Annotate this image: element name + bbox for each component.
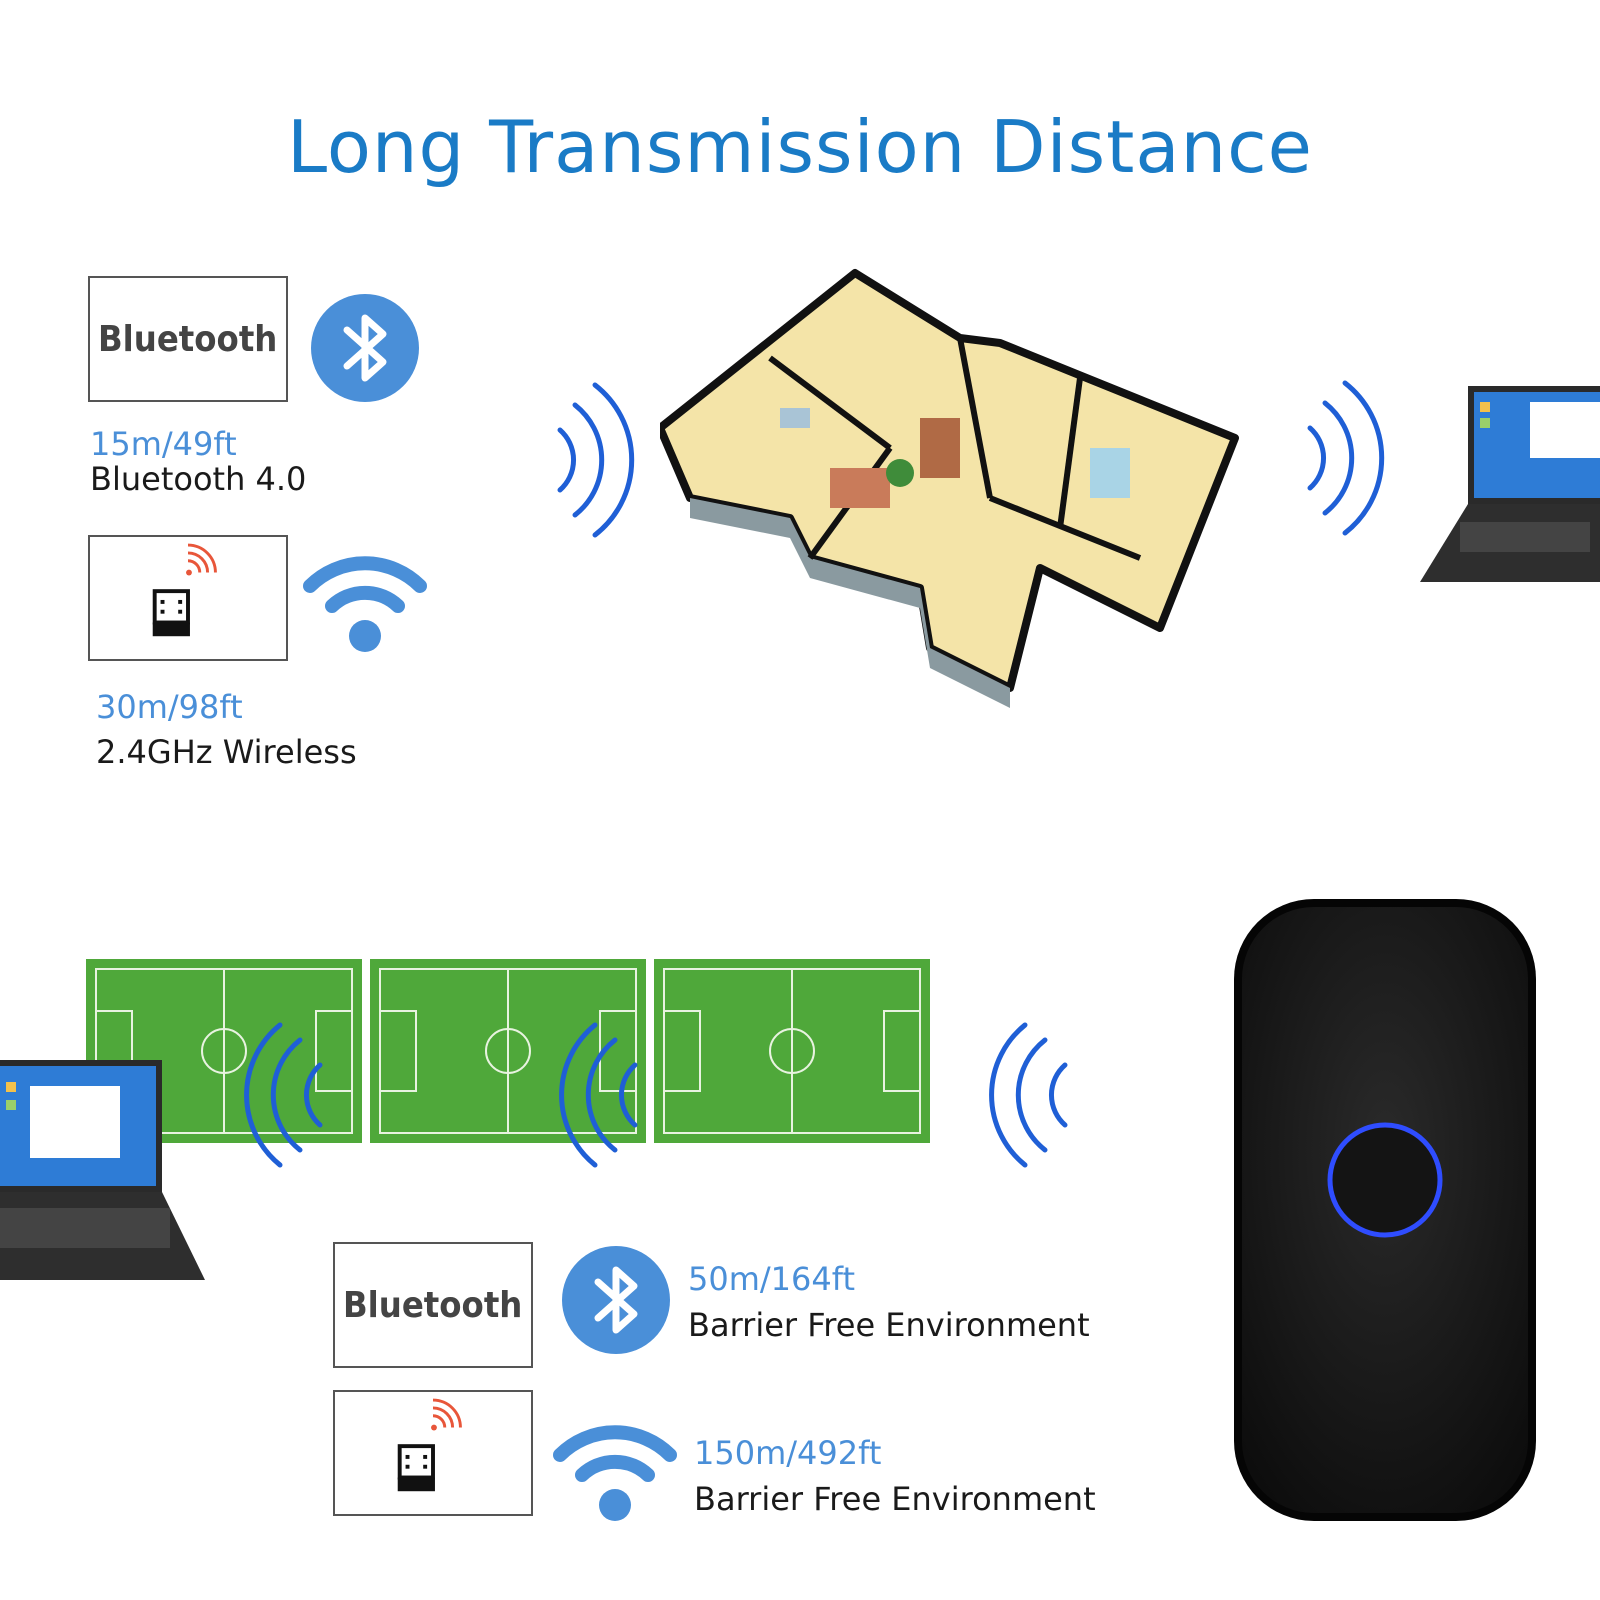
soccer-field [370,959,646,1143]
usb-dongle-icon [152,543,217,637]
signal-wave-icon [1300,378,1400,538]
signal-wave-icon [550,380,650,540]
signal-wave-icon [555,1020,645,1170]
house-floorplan [660,268,1260,728]
bluetooth-description: Bluetooth 4.0 [90,460,307,498]
soccer-field [654,959,930,1143]
wifi-icon [302,544,428,654]
bluetooth-distance: 50m/164ft [688,1260,855,1298]
laptop-icon [1420,382,1600,592]
scanner-trigger-button[interactable] [1327,1122,1443,1238]
bluetooth-label-text: Bluetooth [343,1284,523,1326]
signal-wave-icon [985,1020,1075,1170]
wireless-distance: 30m/98ft [96,688,243,726]
wireless-description: Barrier Free Environment [694,1480,1096,1518]
page-title: Long Transmission Distance [287,105,1313,189]
bluetooth-label-text: Bluetooth [98,318,278,360]
dongle-label-box [333,1390,533,1516]
usb-dongle-icon [397,1398,462,1492]
laptop-icon [0,1058,210,1288]
bluetooth-distance: 15m/49ft [90,425,237,463]
bluetooth-label-box: Bluetooth [88,276,288,402]
bluetooth-description: Barrier Free Environment [688,1306,1090,1344]
bluetooth-icon [311,294,419,402]
bluetooth-label-box: Bluetooth [333,1242,533,1368]
wireless-distance: 150m/492ft [694,1434,882,1472]
dongle-label-box [88,535,288,661]
signal-wave-icon [240,1020,330,1170]
scanner-device [1230,895,1540,1525]
bluetooth-icon [562,1246,670,1354]
wireless-description: 2.4GHz Wireless [96,733,357,771]
wifi-icon [552,1413,678,1523]
